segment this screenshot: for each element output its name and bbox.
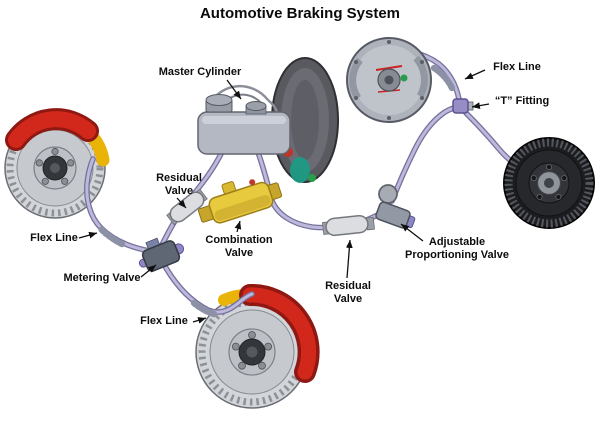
label-t-fitting: “T” Fitting xyxy=(488,95,556,108)
label-flex-line-top-right: Flex Line xyxy=(486,61,548,74)
rear-brake-drum xyxy=(503,137,595,229)
label-text: Proportioning Valve xyxy=(405,249,509,262)
label-metering-valve: Metering Valve xyxy=(58,272,146,285)
label-text: Flex Line xyxy=(493,61,541,73)
label-text: Valve xyxy=(224,247,254,260)
combination-valve xyxy=(197,179,283,224)
adjuster-green xyxy=(400,74,408,82)
metering-valve xyxy=(138,237,185,272)
label-text: Master Cylinder xyxy=(158,66,242,78)
label-arrows xyxy=(78,69,490,324)
label-text: Valve xyxy=(333,293,363,306)
label-text: Residual xyxy=(156,172,202,184)
adjustable-proportioning-valve xyxy=(375,184,416,229)
label-combination-valve: Combination Valve xyxy=(196,234,282,261)
brake-shoe xyxy=(349,57,363,100)
arrow-proportioning-valve xyxy=(400,223,424,242)
arrow-flex-line-left xyxy=(78,231,98,239)
flex-line-segments xyxy=(97,64,456,318)
rear-drum-backing-plate xyxy=(346,37,432,123)
drum-bolts xyxy=(530,163,568,200)
flex-line-left-segment xyxy=(97,225,126,248)
arrow-metering-valve xyxy=(140,264,157,278)
rotor-vents xyxy=(6,119,104,217)
wheel-bolts xyxy=(231,331,273,370)
arrow-t-fitting xyxy=(471,102,490,109)
arrow-flex-line-bottom xyxy=(192,317,207,324)
wheel-bolts xyxy=(35,147,75,185)
front-bottom-disc-brake xyxy=(195,284,320,409)
label-text: Combination xyxy=(205,234,273,246)
booster-fitting-green xyxy=(308,174,316,182)
reservoir-cap-small xyxy=(245,101,267,111)
reservoir-cap xyxy=(205,94,233,106)
arrow-residual-valve-left xyxy=(176,197,187,209)
arrow-flex-line-top-right xyxy=(464,69,486,80)
label-master-cylinder: Master Cylinder xyxy=(150,66,250,79)
label-text: “T” Fitting xyxy=(494,95,550,107)
label-adjustable-proportioning-valve: Adjustable Proportioning Valve xyxy=(392,236,522,263)
diagram-title: Automotive Braking System xyxy=(199,5,401,22)
booster-seal-teal xyxy=(290,157,310,183)
label-text: Metering Valve xyxy=(63,272,141,284)
label-text: Flex Line xyxy=(30,232,78,244)
arrow-master-cylinder xyxy=(226,79,242,100)
drum-knurl xyxy=(504,138,594,228)
label-residual-valve-left: Residual Valve xyxy=(148,172,210,199)
arrow-combination-valve xyxy=(234,220,242,233)
label-text: Valve xyxy=(164,185,194,198)
valve-fitting-red xyxy=(249,179,256,186)
t-fitting xyxy=(452,98,474,114)
front-left-disc-brake xyxy=(4,108,110,219)
brake-caliper xyxy=(8,111,96,148)
label-text: Residual xyxy=(325,280,371,292)
label-text: Flex Line xyxy=(140,315,188,327)
brake-caliper xyxy=(242,287,317,380)
flex-line-top-right-segment xyxy=(430,64,456,92)
return-spring xyxy=(375,65,403,71)
label-text: Adjustable xyxy=(428,236,486,248)
label-residual-valve-bottom: Residual Valve xyxy=(317,280,379,307)
flex-line-bottom-segment xyxy=(190,299,218,318)
plate-bolts xyxy=(354,40,424,120)
arrow-residual-valve-bottom xyxy=(345,239,353,279)
brake-shoe xyxy=(413,55,428,98)
residual-valve-bottom xyxy=(322,214,375,237)
label-flex-line-bottom: Flex Line xyxy=(134,315,194,328)
front-bottom-brake-line xyxy=(164,266,254,314)
label-flex-line-left: Flex Line xyxy=(24,232,84,245)
